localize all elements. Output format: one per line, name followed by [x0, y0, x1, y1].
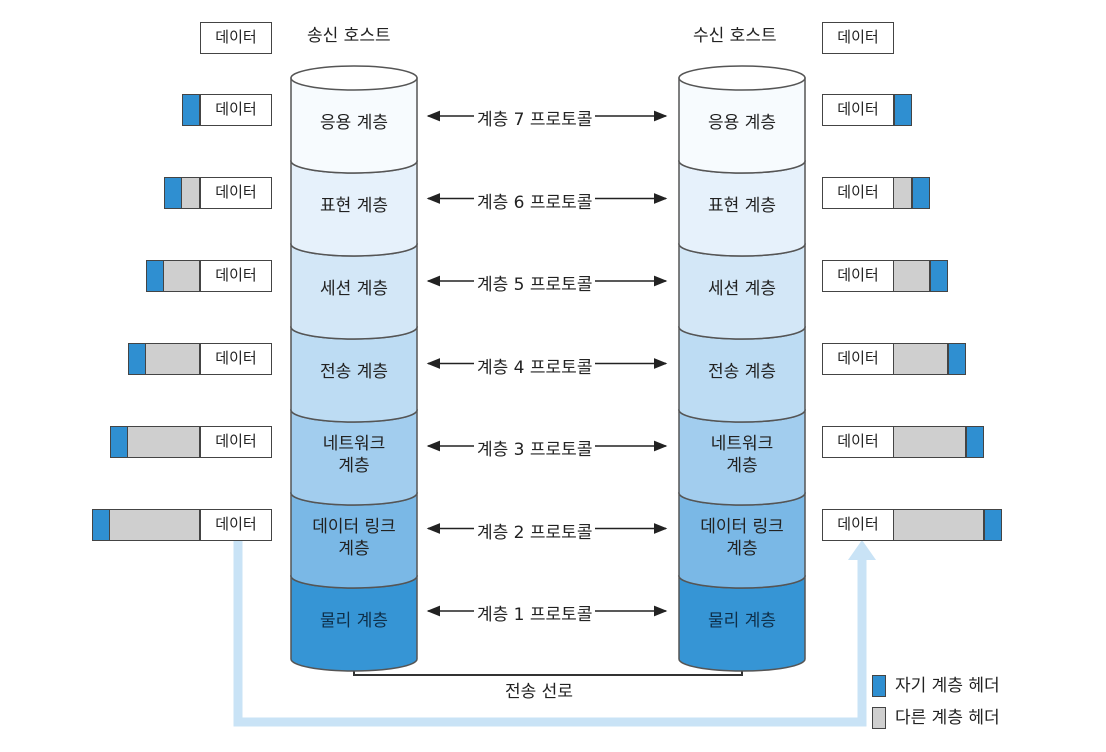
data-box: 데이터: [200, 177, 272, 209]
other-layer-headers: [108, 509, 200, 541]
own-layer-header: [966, 426, 984, 458]
protocol-label-3: 계층 3 프로토콜: [474, 435, 596, 460]
receiver-layer-label-4: 전송 계층: [708, 362, 776, 382]
data-box: 데이터: [822, 426, 894, 458]
receiver-layer-label-1: 물리 계층: [708, 611, 776, 631]
transmission-path-label: 전송 선로: [505, 682, 573, 702]
data-box: 데이터: [822, 343, 894, 375]
data-box: 데이터: [200, 426, 272, 458]
own-layer-header: [164, 177, 182, 209]
receiver-raw-data: 데이터: [822, 22, 894, 54]
receiver-packet-layer-7: 데이터: [822, 94, 912, 126]
own-layer-header: [146, 260, 164, 292]
data-box: 데이터: [822, 22, 894, 54]
receiver-layer-cylinder-7: [678, 65, 806, 174]
protocol-label-5: 계층 5 프로토콜: [474, 270, 596, 295]
legend-own-header-swatch: [872, 675, 886, 697]
sender-packet-layer-5: 데이터: [146, 260, 272, 292]
protocol-label-4: 계층 4 프로토콜: [474, 352, 596, 378]
data-box: 데이터: [822, 509, 894, 541]
data-box: 데이터: [822, 177, 894, 209]
other-layer-headers: [892, 343, 948, 375]
other-layer-headers: [892, 260, 930, 292]
legend-other-header-label: 다른 계층 헤더: [895, 708, 1000, 728]
sender-raw-data: 데이터: [200, 22, 272, 54]
protocol-label-7: 계층 7 프로토콜: [474, 105, 596, 130]
receiver-layer-label-7: 응용 계층: [708, 113, 776, 133]
data-box: 데이터: [200, 343, 272, 375]
own-layer-header: [948, 343, 966, 375]
receiver-packet-layer-6: 데이터: [822, 177, 930, 209]
own-layer-header: [912, 177, 930, 209]
data-flow-arrow: [233, 540, 876, 727]
receiver-packet-layer-2: 데이터: [822, 509, 1002, 541]
protocol-label-2: 계층 2 프로토콜: [474, 517, 596, 543]
legend-other-header-swatch: [872, 707, 886, 729]
sender-layer-label-5: 세션 계층: [320, 279, 388, 299]
sender-layer-label-6: 표현 계층: [320, 196, 388, 216]
receiver-packet-layer-4: 데이터: [822, 343, 966, 375]
other-layer-headers: [162, 260, 200, 292]
own-layer-header: [894, 94, 912, 126]
data-box: 데이터: [200, 260, 272, 292]
sender-layer-label-1: 물리 계층: [320, 611, 388, 631]
sender-packet-layer-4: 데이터: [128, 343, 272, 375]
legend-own-header-label: 자기 계층 헤더: [895, 676, 1000, 696]
sender-layer-label-7: 응용 계층: [320, 113, 388, 133]
protocol-label-6: 계층 6 프로토콜: [474, 187, 596, 213]
other-layer-headers: [892, 426, 966, 458]
other-layer-headers: [126, 426, 200, 458]
sender-packet-layer-2: 데이터: [92, 509, 272, 541]
data-box: 데이터: [822, 94, 894, 126]
sender-host-title: 송신 호스트: [307, 26, 391, 46]
receiver-packet-layer-3: 데이터: [822, 426, 984, 458]
data-box: 데이터: [200, 22, 272, 54]
sender-packet-layer-6: 데이터: [164, 177, 272, 209]
sender-layer-cylinder-7: [290, 65, 418, 174]
sender-packet-layer-7: 데이터: [182, 94, 272, 126]
receiver-host-title: 수신 호스트: [693, 26, 777, 46]
protocol-label-1: 계층 1 프로토콜: [474, 600, 596, 625]
receiver-layer-label-5: 세션 계층: [708, 279, 776, 299]
other-layer-headers: [892, 177, 912, 209]
sender-packet-layer-3: 데이터: [110, 426, 272, 458]
receiver-layer-label-6: 표현 계층: [708, 196, 776, 216]
other-layer-headers: [144, 343, 200, 375]
other-layer-headers: [180, 177, 200, 209]
own-layer-header: [110, 426, 128, 458]
own-layer-header: [984, 509, 1002, 541]
data-box: 데이터: [200, 509, 272, 541]
data-box: 데이터: [200, 94, 272, 126]
own-layer-header: [92, 509, 110, 541]
data-box: 데이터: [822, 260, 894, 292]
other-layer-headers: [892, 509, 984, 541]
receiver-packet-layer-5: 데이터: [822, 260, 948, 292]
own-layer-header: [128, 343, 146, 375]
own-layer-header: [930, 260, 948, 292]
own-layer-header: [182, 94, 200, 126]
sender-layer-label-4: 전송 계층: [320, 362, 388, 382]
